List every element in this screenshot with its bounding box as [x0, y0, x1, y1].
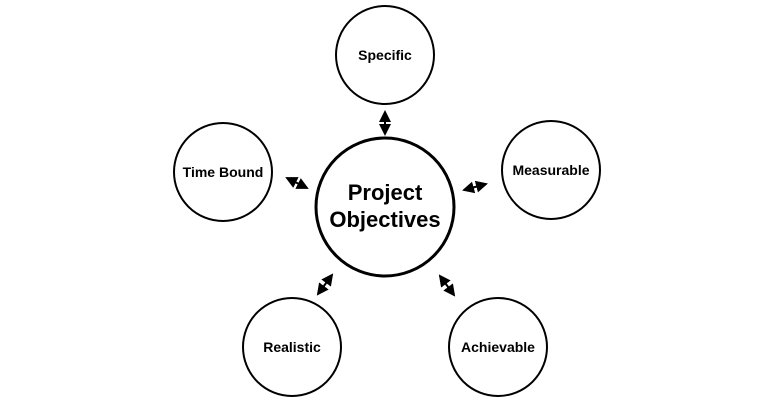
node-specific-circle — [335, 5, 435, 105]
node-achievable-label: Achievable — [461, 339, 535, 355]
node-time-bound-circle — [173, 122, 273, 222]
node-time-bound: Time Bound — [173, 122, 273, 222]
node-achievable: Achievable — [448, 297, 548, 397]
center-label-line1: Project — [348, 180, 423, 205]
connector-time-bound — [285, 177, 309, 189]
node-measurable-circle — [501, 120, 601, 220]
node-realistic: Realistic — [242, 297, 342, 397]
node-realistic-label: Realistic — [263, 339, 321, 355]
node-time-bound-label: Time Bound — [183, 164, 264, 180]
connector-realistic — [316, 273, 334, 296]
node-achievable-circle — [448, 297, 548, 397]
center-label-line2: Objectives — [329, 207, 440, 232]
connector-achievable — [438, 274, 456, 297]
node-specific: Specific — [335, 5, 435, 105]
node-measurable: Measurable — [501, 120, 601, 220]
node-measurable-label: Measurable — [512, 162, 589, 178]
connector-measurable — [462, 180, 488, 194]
center-node: Project Objectives — [314, 136, 456, 278]
center-circle — [314, 136, 456, 278]
node-realistic-circle — [242, 297, 342, 397]
node-specific-label: Specific — [358, 47, 412, 63]
